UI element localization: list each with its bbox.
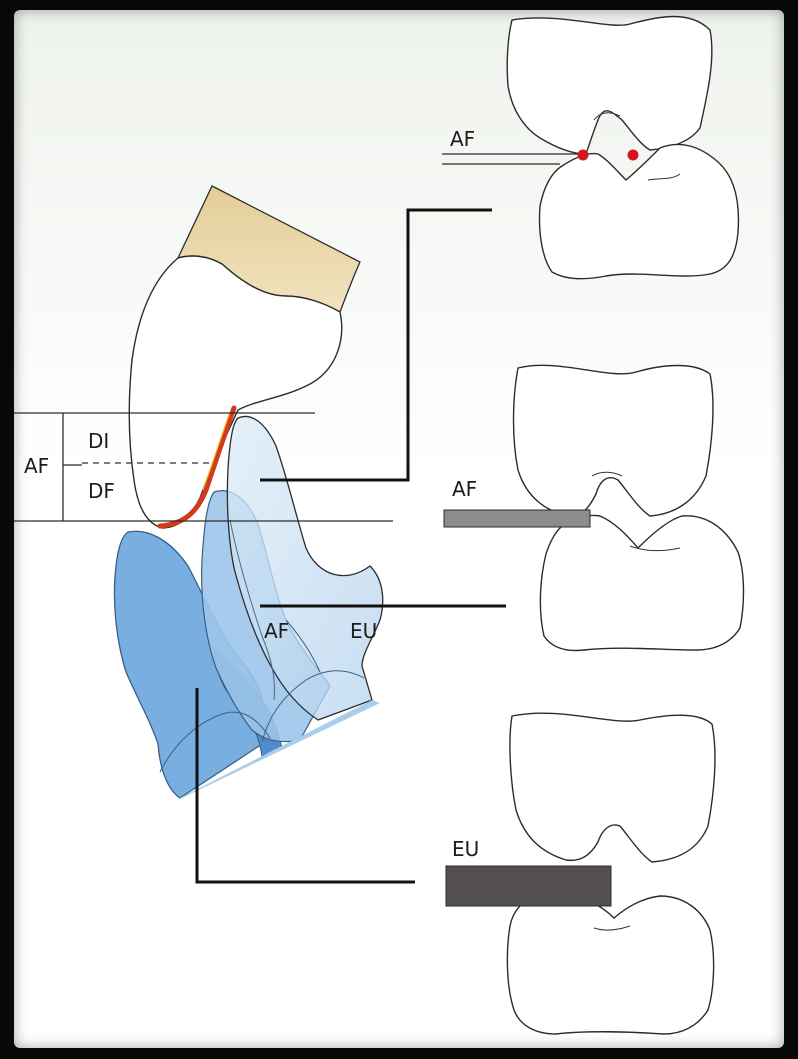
label-af-mid: AF — [452, 477, 477, 501]
molar-upper-2 — [514, 365, 713, 516]
label-di: DI — [88, 429, 109, 453]
molar-upper-1 — [507, 17, 712, 155]
occlusal-plate-eu — [446, 866, 611, 906]
dental-diagram: AF DI DF AF EU AF AF — [14, 10, 784, 1048]
label-eu-bottom: EU — [452, 837, 479, 861]
molar-lower-2 — [540, 516, 743, 651]
contact-point-1 — [578, 150, 589, 161]
label-af-lower: AF — [264, 619, 289, 643]
occlusal-plate-af — [444, 510, 590, 527]
molar-upper-3 — [510, 713, 715, 862]
contact-point-2 — [628, 150, 639, 161]
label-af-left: AF — [24, 454, 49, 478]
diagram-canvas: AF DI DF AF EU AF AF — [14, 10, 784, 1048]
label-df: DF — [88, 479, 115, 503]
molar-lower-3 — [507, 894, 713, 1034]
molar-lower-1 — [540, 144, 739, 278]
label-af-top: AF — [450, 127, 475, 151]
label-eu-lower: EU — [350, 619, 377, 643]
